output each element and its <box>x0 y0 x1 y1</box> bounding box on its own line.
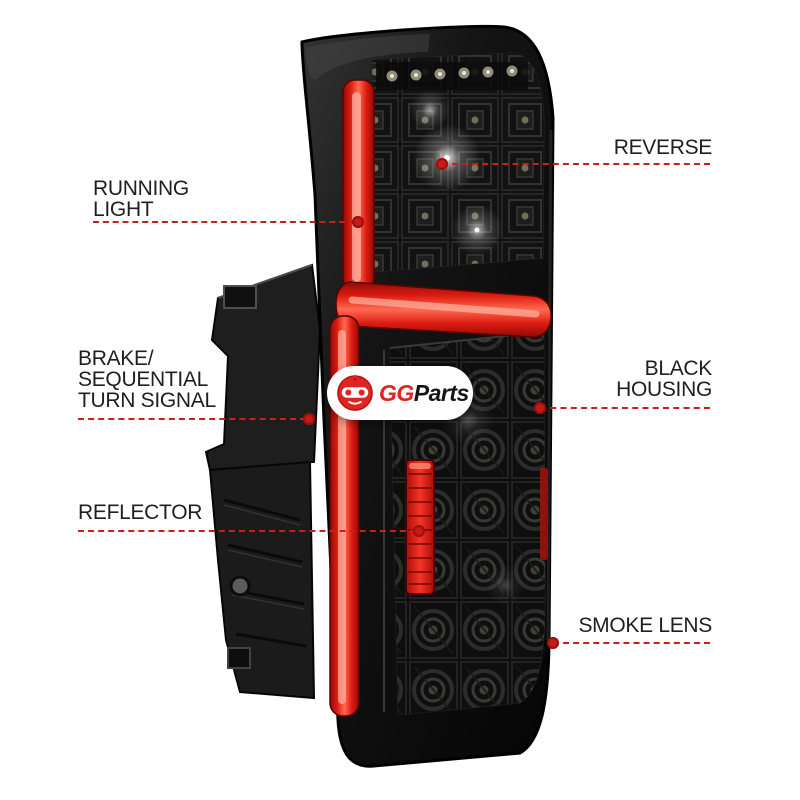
leader-line-brake <box>78 418 306 420</box>
leader-line-reflector <box>78 530 416 532</box>
callout-label-running-light: RUNNING LIGHT <box>93 177 189 221</box>
side-marker <box>540 468 548 560</box>
leader-line-black-housing <box>540 407 710 409</box>
brand-name: GGParts <box>379 380 469 407</box>
leader-dot-black-housing <box>534 402 546 414</box>
reverse-lens <box>371 52 545 273</box>
callout-label-smoke-lens: SMOKE LENS <box>578 614 712 637</box>
callout-label-reflector: REFLECTOR <box>78 501 203 524</box>
callout-label-black-housing: BLACK HOUSING <box>616 357 712 401</box>
mounting-bracket <box>204 263 322 700</box>
leader-dot-running-light <box>352 216 364 228</box>
brake-lens <box>383 331 546 716</box>
callout-label-brake: BRAKE/ SEQUENTIAL TURN SIGNAL <box>78 347 216 412</box>
leader-dot-reflector <box>413 525 425 537</box>
leader-line-running-light <box>93 221 355 223</box>
callout-label-reverse: REVERSE <box>613 136 713 159</box>
brand-name-parts: Parts <box>413 379 470 406</box>
leader-line-reverse <box>442 163 710 165</box>
leader-line-smoke-lens <box>553 642 710 644</box>
reverse-led-strip <box>386 65 518 82</box>
brand-logo-icon <box>336 374 374 412</box>
leader-dot-brake <box>303 413 315 425</box>
light-bar <box>329 79 552 717</box>
brand-name-gg: GG <box>379 379 414 406</box>
leader-dot-reverse <box>436 158 448 170</box>
leader-dot-smoke-lens <box>547 637 559 649</box>
brand-watermark: GGParts <box>327 366 473 420</box>
